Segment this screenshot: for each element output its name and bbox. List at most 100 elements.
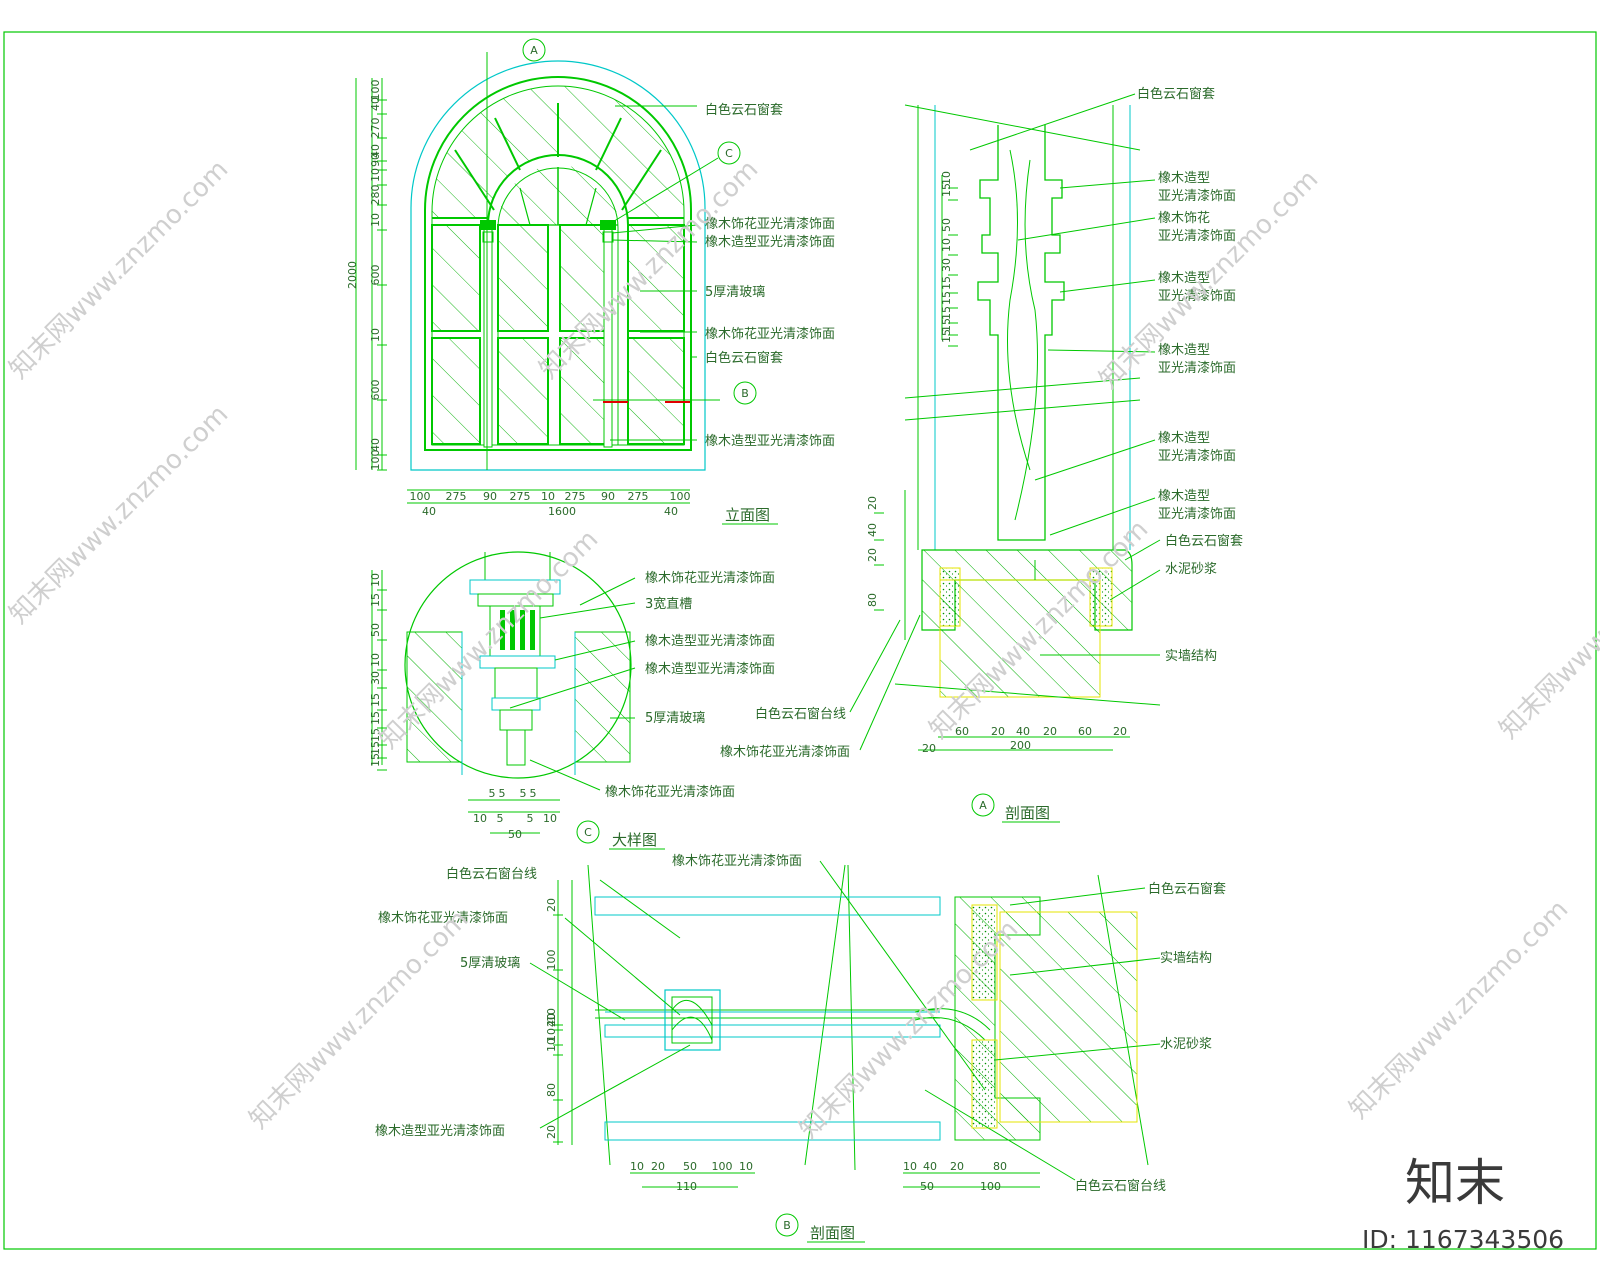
section-a-bottom2-1: 200 <box>1010 739 1031 752</box>
dim-value: 50 <box>683 1160 697 1173</box>
elevation-label-4: 5厚清玻璃 <box>705 285 765 300</box>
dim-value: 10 <box>545 1038 558 1052</box>
dim-value: 100 <box>369 80 382 101</box>
dim-value: 15 <box>940 329 953 343</box>
dim-value: 5 <box>527 812 534 825</box>
dim-value: 40 <box>369 144 382 158</box>
dim-value: 15 <box>369 693 382 707</box>
dim-value: 10 <box>940 171 953 185</box>
section-a-title: 剖面图 <box>1005 804 1050 822</box>
mullion-b <box>664 989 721 1051</box>
dim-value: 20 <box>545 1013 558 1027</box>
dim-value: 10 <box>369 328 382 342</box>
dim-value: 90 <box>483 490 497 503</box>
dim-value: 10 <box>369 168 382 182</box>
dim-value: 10 <box>369 573 382 587</box>
watermark-10: 知末网www.znzmo.com <box>1494 514 1600 745</box>
dim-value: 40 <box>866 523 879 537</box>
dim-value: 20 <box>1043 725 1057 738</box>
section-b-title: 剖面图 <box>810 1224 855 1242</box>
elevation-label-1: 白色云石窗套 <box>705 102 783 118</box>
dim-value: 10 <box>545 1008 558 1022</box>
dim-value: 10 <box>903 1160 917 1173</box>
brand-logo-text: 知末 <box>1405 1154 1505 1212</box>
section-a-label-4a: 橡木造型 <box>1158 271 1210 286</box>
detail-c-label-3: 橡木造型亚光清漆饰面 <box>645 633 775 649</box>
dim-value: 10 <box>369 213 382 227</box>
section-a-label-10: 实墙结构 <box>1165 649 1217 664</box>
elevation-bottom2-0: 40 <box>422 505 436 518</box>
elevation-label-6: 白色云石窗套 <box>705 350 783 366</box>
dim-value: 50 <box>940 218 953 232</box>
dim-value: 100 <box>670 490 691 503</box>
image-id: ID: 1167343506 <box>1362 1225 1564 1254</box>
elevation-label-7: 橡木造型亚光清漆饰面 <box>705 433 835 449</box>
detail-c-label-2: 3宽直槽 <box>645 596 692 612</box>
dim-value: 5 <box>489 787 496 800</box>
elevation-label-2: 橡木饰花亚光清漆饰面 <box>705 216 835 232</box>
dim-value: 40 <box>369 97 382 111</box>
tag-c-elevation: C <box>725 147 733 160</box>
section-a-label-12: 橡木饰花亚光清漆饰面 <box>720 744 850 760</box>
watermark-2: 知末网www.znzmo.com <box>4 399 235 630</box>
dim-value: 15 <box>940 306 953 320</box>
section-b-label-6: 白色云石窗套 <box>1148 881 1226 897</box>
elevation-bottom2-2: 40 <box>664 505 678 518</box>
dim-value: 20 <box>866 496 879 510</box>
section-b-label-3: 橡木饰花亚光清漆饰面 <box>378 910 508 926</box>
dim-value: 15 <box>369 753 382 767</box>
dim-value: 20 <box>545 1125 558 1139</box>
dim-value: 15 <box>940 318 953 332</box>
dim-value: 100 <box>369 450 382 471</box>
watermark-7: 知末网www.znzmo.com <box>244 904 475 1135</box>
dim-value: 10 <box>369 653 382 667</box>
dim-value: 275 <box>628 490 649 503</box>
wall-structure-a <box>939 579 1101 698</box>
tag-a-section: A <box>979 799 987 812</box>
window-frame-outer <box>424 76 692 451</box>
detail-c-label-6: 橡木饰花亚光清漆饰面 <box>605 784 735 800</box>
tag-c-detail: C <box>584 826 592 839</box>
dim-value: 30 <box>369 671 382 685</box>
section-a-label-7a: 橡木造型 <box>1158 489 1210 504</box>
dim-value: 20 <box>1113 725 1127 738</box>
dim-value: 50 <box>369 623 382 637</box>
elevation-label-3: 橡木造型亚光清漆饰面 <box>705 234 835 250</box>
tag-a-elevation: A <box>530 44 538 57</box>
section-b-label-1: 橡木饰花亚光清漆饰面 <box>672 853 802 869</box>
section-b-label-7: 实墙结构 <box>1160 951 1212 966</box>
dim-value: 100 <box>545 950 558 971</box>
section-a-label-3b: 亚光清漆饰面 <box>1158 228 1236 244</box>
dim-value: 10 <box>473 812 487 825</box>
elevation-bottom2-1: 1600 <box>548 505 576 518</box>
dim-value: 20 <box>545 898 558 912</box>
dim-value: 15 <box>940 276 953 290</box>
dim-value: 15 <box>369 728 382 742</box>
detail-c-label-5: 5厚清玻璃 <box>645 711 705 726</box>
dim-value: 90 <box>601 490 615 503</box>
section-a-label-9: 水泥砂浆 <box>1165 562 1217 577</box>
section-b-label-9: 白色云石窗台线 <box>1075 1178 1166 1194</box>
dim-value: 100 <box>712 1160 733 1173</box>
dim-value: 20 <box>651 1160 665 1173</box>
detail-c-view: 橡木饰花亚光清漆饰面 3宽直槽 橡木造型亚光清漆饰面 橡木造型亚光清漆饰面 5厚… <box>369 551 775 850</box>
section-a-label-7b: 亚光清漆饰面 <box>1158 506 1236 522</box>
dim-value: 600 <box>369 380 382 401</box>
section-a-label-4b: 亚光清漆饰面 <box>1158 288 1236 304</box>
dim-value: 10 <box>940 238 953 252</box>
section-a-label-8: 白色云石窗套 <box>1165 533 1243 549</box>
dim-value: 5 <box>499 787 506 800</box>
watermark-9: 知末网www.znzmo.com <box>1344 894 1575 1125</box>
section-a-label-1: 白色云石窗套 <box>1137 86 1215 102</box>
dim-value: 10 <box>541 490 555 503</box>
dim-value: 40 <box>545 1013 558 1027</box>
drawing-border <box>3 31 1597 1250</box>
section-b-label-2: 白色云石窗台线 <box>446 866 537 882</box>
section-a-view: 白色云石窗套 橡木造型 亚光清漆饰面 橡木饰花 亚光清漆饰面 橡木造型 亚光清漆… <box>720 86 1243 823</box>
column-left <box>483 221 493 448</box>
tag-b-section: B <box>783 1219 791 1232</box>
